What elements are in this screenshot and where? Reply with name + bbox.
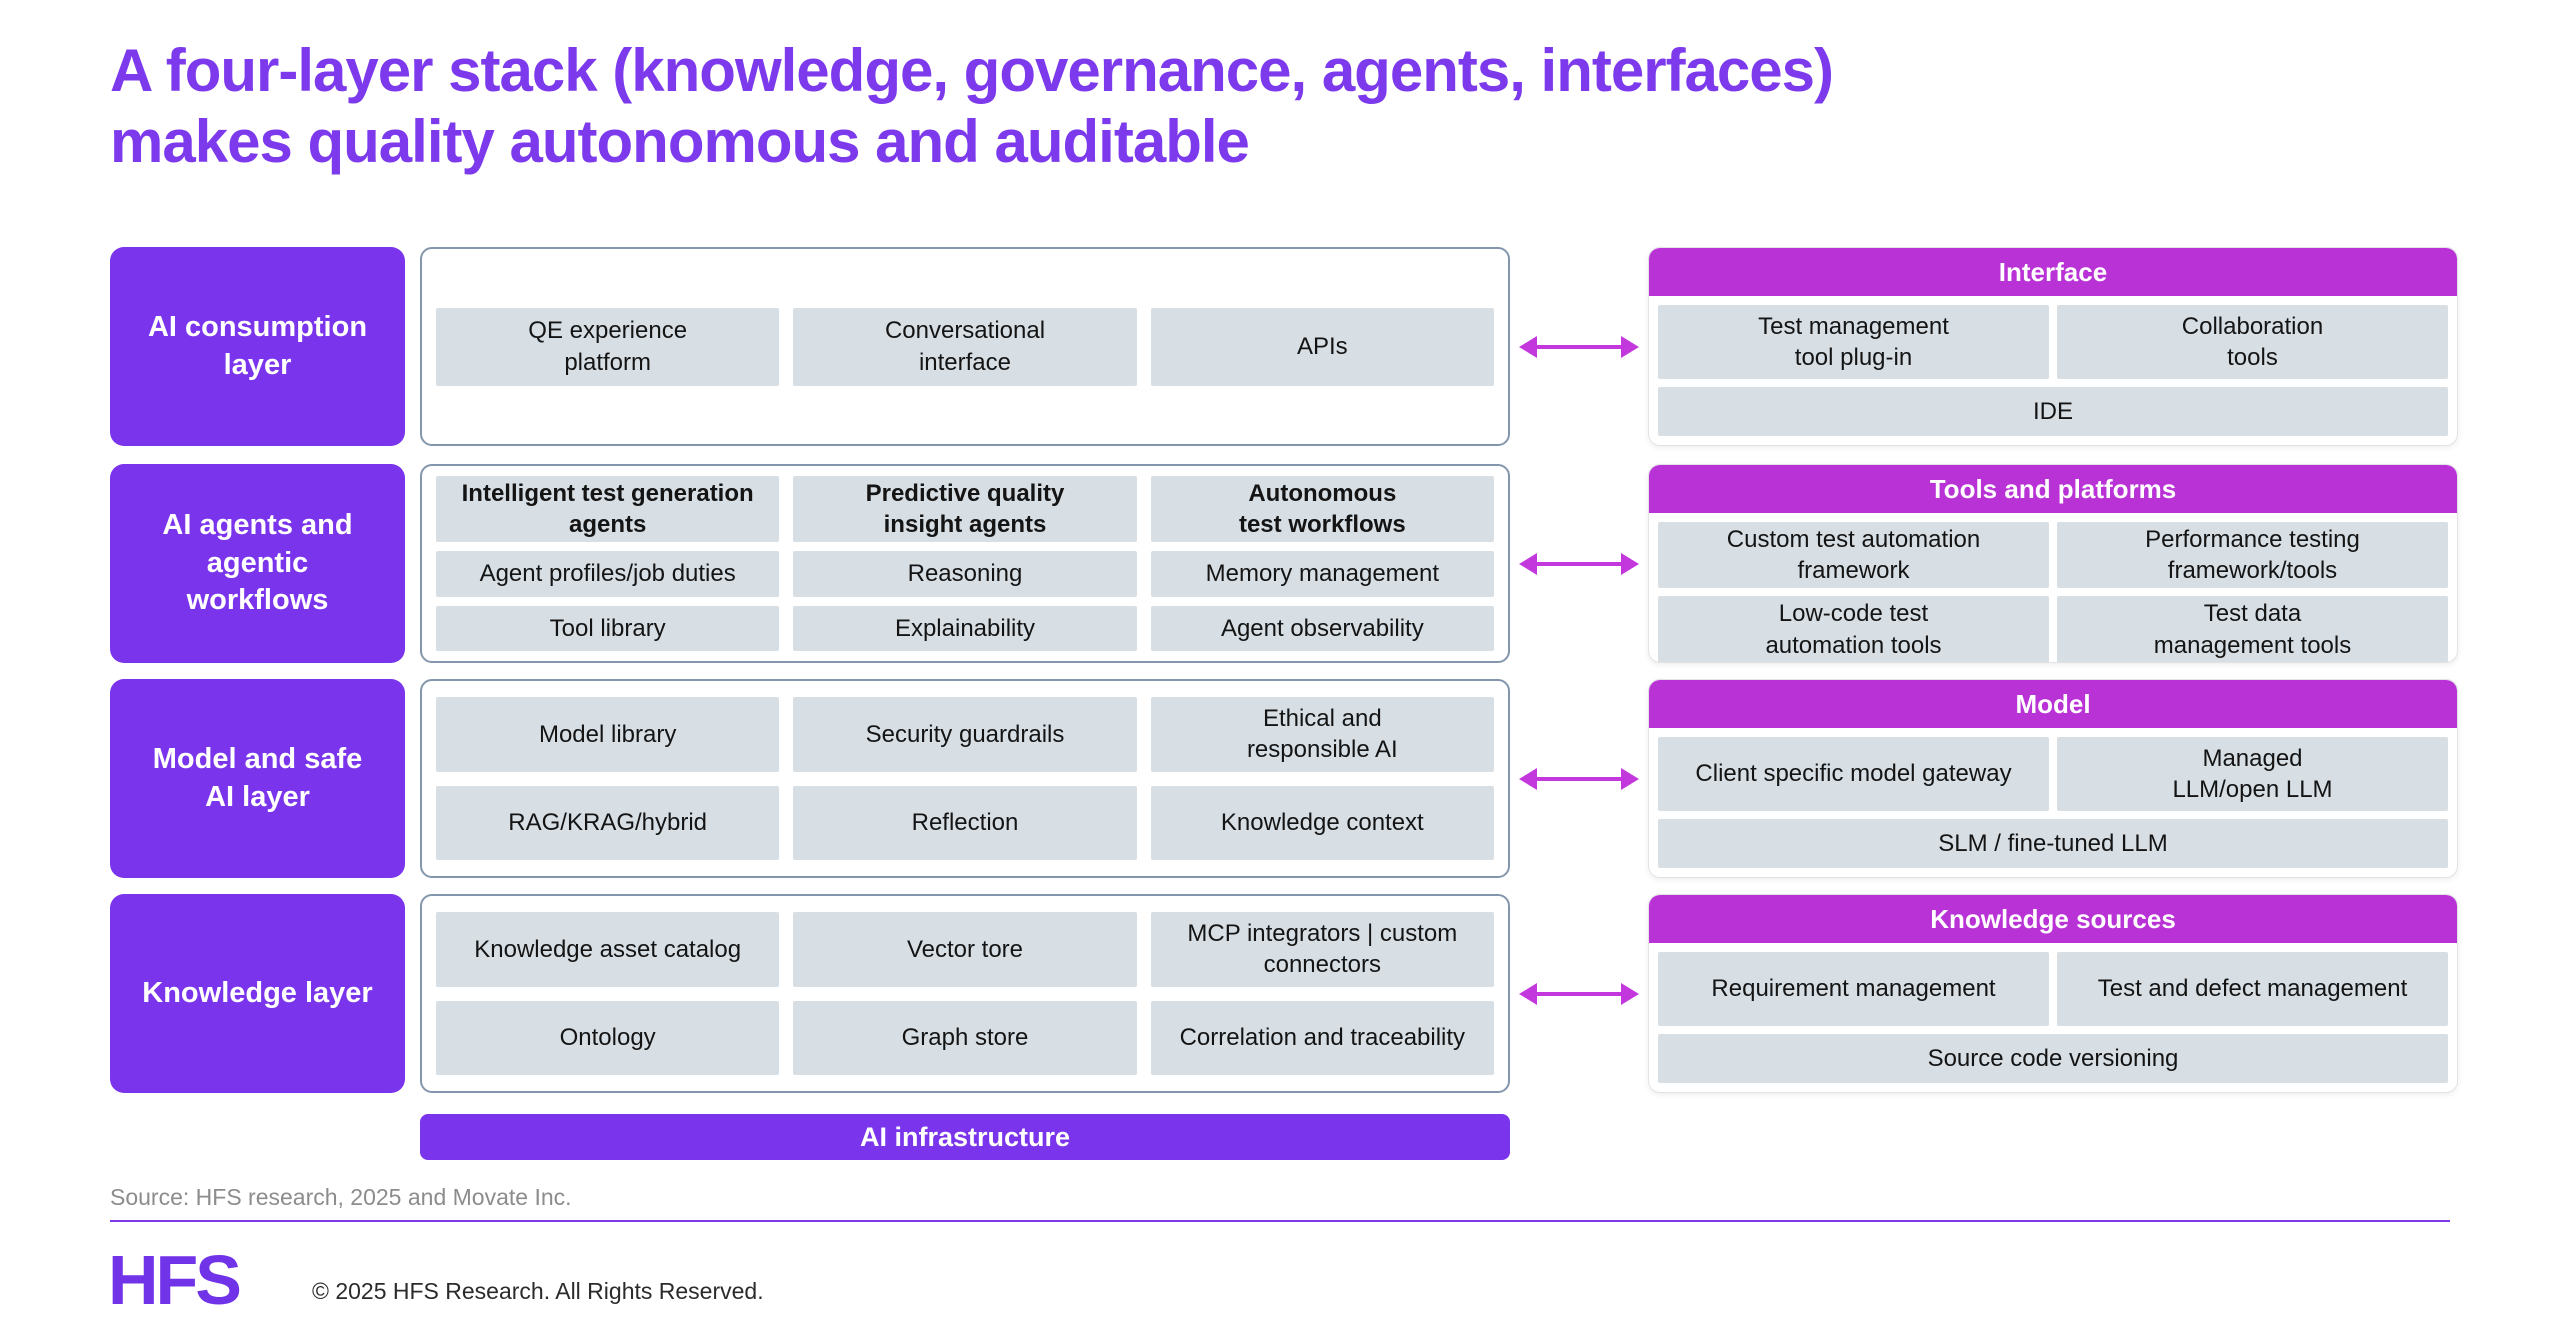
stack-cell: Low-code test automation tools (1658, 596, 2049, 662)
stack-cell: Explainability (793, 605, 1137, 651)
layer-label-knowledge: Knowledge layer (110, 894, 405, 1093)
group-header-knowledge-sources: Knowledge sources (1649, 895, 2457, 943)
group-header-interface: Interface (1649, 248, 2457, 296)
panel-ai-agents: Intelligent test generation agents Predi… (420, 464, 1510, 663)
group-header-model: Model (1649, 680, 2457, 728)
stack-cell: Test and defect management (2057, 952, 2448, 1026)
cell-pair: Test management tool plug-in Collaborati… (1658, 305, 2448, 379)
group-header-tools-platforms: Tools and platforms (1649, 465, 2457, 513)
source-note: Source: HFS research, 2025 and Movate In… (110, 1184, 572, 1210)
stack-cell: Knowledge asset catalog (436, 912, 780, 987)
double-arrow-icon (1519, 982, 1639, 1005)
panel-model-safe-ai: Model library Security guardrails Ethica… (420, 679, 1510, 878)
cell-pair: Custom test automation framework Perform… (1658, 522, 2448, 589)
layer-row-ai-consumption: AI consumption layer QE experience platf… (110, 247, 2458, 446)
stack-cell: Ethical and responsible AI (1150, 697, 1494, 772)
stack-cell: Model library (436, 697, 780, 772)
arrow-zone (1510, 894, 1648, 1093)
double-arrow-icon (1519, 335, 1639, 358)
cell-fullrow: SLM / fine-tuned LLM (1658, 818, 2448, 868)
stack-cell: Tool library (436, 605, 780, 651)
layer-row-knowledge: Knowledge layer Knowledge asset catalog … (110, 894, 2458, 1093)
stack-cell: SLM / fine-tuned LLM (1658, 818, 2448, 868)
panel-knowledge: Knowledge asset catalog Vector tore MCP … (420, 894, 1510, 1093)
stack-cell: Performance testing framework/tools (2057, 522, 2448, 589)
stack-cell: Requirement management (1658, 952, 2049, 1026)
stack-cell: APIs (1150, 307, 1494, 386)
stack-cell: Agent profiles/job duties (436, 551, 780, 597)
stack-cell: Source code versioning (1658, 1033, 2448, 1083)
stack-cell: Intelligent test generation agents (436, 476, 780, 543)
cell-pair: Client specific model gateway Managed LL… (1658, 737, 2448, 811)
cell-pair: Requirement management Test and defect m… (1658, 952, 2448, 1026)
layer-row-model-safe-ai: Model and safe AI layer Model library Se… (110, 679, 2458, 878)
cell-fullrow: Source code versioning (1658, 1033, 2448, 1083)
stack-cell: Reflection (793, 785, 1137, 860)
stack-cell: Agent observability (1150, 605, 1494, 651)
stack-cell: Managed LLM/open LLM (2057, 737, 2448, 811)
group-tools-platforms: Tools and platforms Custom test automati… (1648, 464, 2458, 663)
stack-cell: Correlation and traceability (1150, 1000, 1494, 1075)
arrow-zone (1510, 247, 1648, 446)
cell-fullrow: IDE (1658, 386, 2448, 436)
double-arrow-icon (1519, 767, 1639, 790)
stack-cell: Test data management tools (2057, 596, 2448, 662)
layer-label-ai-consumption: AI consumption layer (110, 247, 405, 446)
group-body: Client specific model gateway Managed LL… (1649, 728, 2457, 877)
layer-row-ai-agents: AI agents and agentic workflows Intellig… (110, 464, 2458, 663)
stack-cell: Client specific model gateway (1658, 737, 2049, 811)
group-body: Custom test automation framework Perform… (1649, 513, 2457, 662)
stack-cell: QE experience platform (436, 307, 780, 386)
stack-cell: Test management tool plug-in (1658, 305, 2049, 379)
cell-pair: Low-code test automation tools Test data… (1658, 596, 2448, 662)
group-body: Test management tool plug-in Collaborati… (1649, 296, 2457, 445)
group-model: Model Client specific model gateway Mana… (1648, 679, 2458, 878)
stack-cell: MCP integrators | custom connectors (1150, 912, 1494, 987)
copyright-text: © 2025 HFS Research. All Rights Reserved… (312, 1278, 764, 1304)
stack-cell: Graph store (793, 1000, 1137, 1075)
stack-cell: IDE (1658, 386, 2448, 436)
stack-cell: RAG/KRAG/hybrid (436, 785, 780, 860)
ai-infrastructure-bar: AI infrastructure (420, 1114, 1510, 1160)
stack-cell: Conversational interface (793, 307, 1137, 386)
stack-cell: Knowledge context (1150, 785, 1494, 860)
stack-cell: Security guardrails (793, 697, 1137, 772)
group-knowledge-sources: Knowledge sources Requirement management… (1648, 894, 2458, 1093)
stack-cell: Collaboration tools (2057, 305, 2448, 379)
hfs-logo: HFS (108, 1241, 242, 1319)
arrow-zone (1510, 679, 1648, 878)
stack-cell: Memory management (1150, 551, 1494, 597)
footer-divider (110, 1220, 2450, 1222)
layer-label-ai-agents: AI agents and agentic workflows (110, 464, 405, 663)
double-arrow-icon (1519, 552, 1639, 575)
stack-cell: Autonomous test workflows (1150, 476, 1494, 543)
layer-label-model-safe-ai: Model and safe AI layer (110, 679, 405, 878)
page-title: A four-layer stack (knowledge, governanc… (110, 37, 1834, 175)
stack-cell: Predictive quality insight agents (793, 476, 1137, 543)
arrow-zone (1510, 464, 1648, 663)
group-interface: Interface Test management tool plug-in C… (1648, 247, 2458, 446)
group-body: Requirement management Test and defect m… (1649, 943, 2457, 1092)
panel-ai-consumption: QE experience platform Conversational in… (420, 247, 1510, 446)
stack-cell: Ontology (436, 1000, 780, 1075)
stack-cell: Reasoning (793, 551, 1137, 597)
stack-cell: Vector tore (793, 912, 1137, 987)
stack-cell: Custom test automation framework (1658, 522, 2049, 589)
